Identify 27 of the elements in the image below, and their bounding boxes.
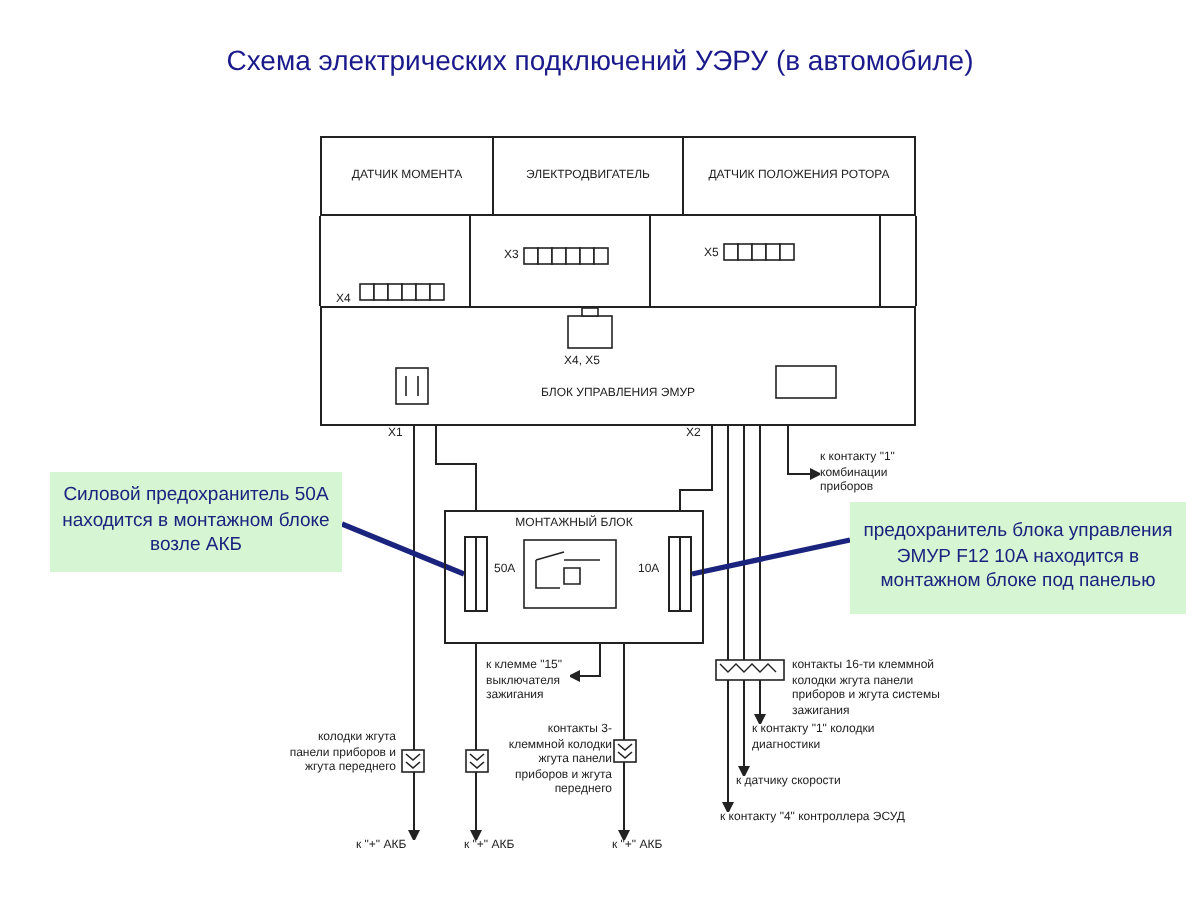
leader-line [341, 521, 465, 577]
wire [469, 215, 471, 307]
wire [470, 643, 482, 842]
note-text: предохранитель блока управления ЭМУР F12 10А находится в монтажном блоке под панелью [862, 520, 1174, 596]
component-box [320, 136, 494, 216]
diagram-title: Схема электрических подключений УЭРУ (в автомобиле) [224, 44, 976, 76]
wire [722, 425, 734, 814]
wire [879, 215, 881, 307]
callout-note [850, 502, 1186, 614]
leader-line [691, 537, 851, 577]
wire [408, 425, 420, 842]
wire [568, 643, 601, 682]
wire [618, 643, 630, 842]
component-box [492, 136, 684, 216]
wire [754, 425, 766, 726]
control-unit-box [320, 306, 916, 426]
note-text: Силовой предохранитель 50А находится в монтажном блоке возле АКБ [62, 484, 330, 560]
fuse-symbol [464, 536, 488, 612]
mounting-block-box [444, 510, 704, 644]
wire [649, 215, 651, 307]
callout-note [50, 472, 342, 572]
wire [787, 425, 822, 480]
component-box [682, 136, 916, 216]
fuse-symbol [668, 536, 692, 612]
wire [435, 425, 477, 511]
wire [679, 425, 713, 511]
wire [738, 425, 750, 778]
